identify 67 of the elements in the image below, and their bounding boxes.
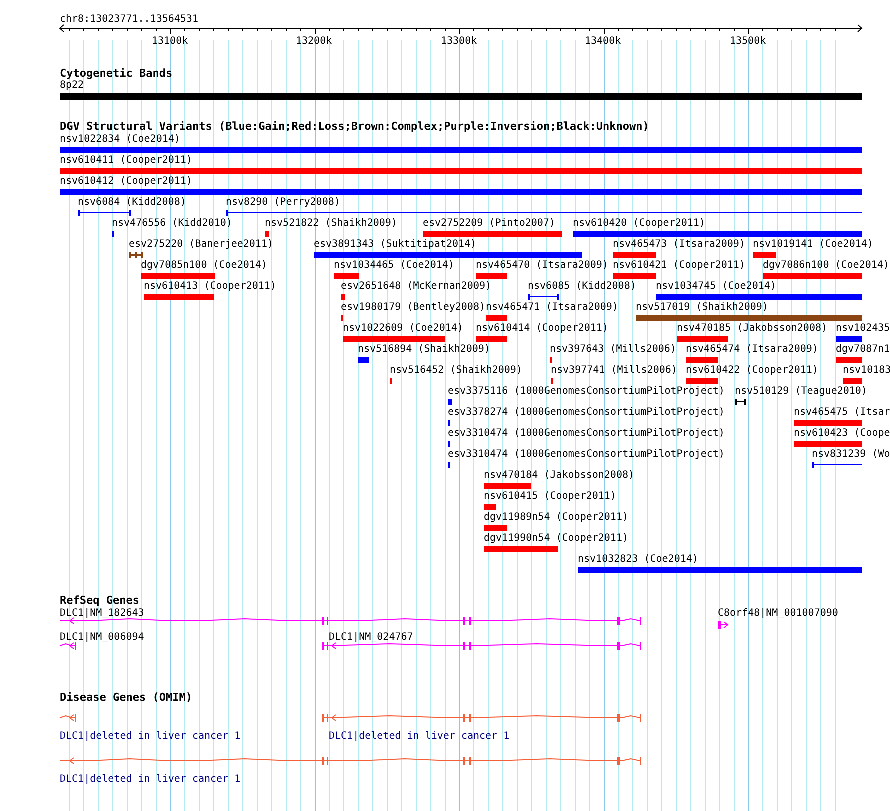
track-heading: RefSeq Genes — [60, 595, 140, 606]
tick-label: 13400k — [585, 36, 622, 47]
variant-label: dgv7087n1 — [836, 344, 890, 355]
variant-label: nsv6084 (Kidd2008) — [78, 197, 186, 208]
variant-label: esv2752209 (Pinto2007) — [423, 218, 556, 229]
feature-label: 8p22 — [60, 80, 84, 91]
variant-label: nsv8290 (Perry2008) — [226, 197, 340, 208]
variant-label: nsv521822 (Shaikh2009) — [265, 218, 398, 229]
variant-label: nsv610412 (Cooper2011) — [60, 176, 192, 187]
variant-label: nsv510129 (Teague2010) — [735, 386, 868, 397]
variant-label: esv2651648 (McKernan2009) — [341, 281, 492, 292]
disease-gene-label: DLC1|deleted in liver cancer 1 — [60, 731, 241, 742]
variant-label: nsv517019 (Shaikh2009) — [636, 302, 768, 313]
variant-label: esv3375116 (1000GenomesConsortiumPilotProject) — [448, 386, 725, 397]
variant-label: esv3891343 (Suktitipat2014) — [314, 239, 477, 250]
variant-label: nsv610421 (Cooper2011) — [613, 260, 746, 271]
track-heading: Disease Genes (OMIM) — [60, 692, 192, 703]
variant-label: nsv610414 (Cooper2011) — [476, 323, 608, 334]
variant-label: dgv11989n54 (Cooper2011) — [484, 512, 628, 523]
variant-label: nsv610423 (Coope — [794, 428, 890, 439]
track-heading: DGV Structural Variants (Blue:Gain;Red:Loss;Brown:Complex;Purple:Inversion;Black:Unknown) — [60, 121, 650, 132]
variant-label: dgv11990n54 (Cooper2011) — [484, 533, 628, 544]
variant-label: nsv610420 (Cooper2011) — [573, 218, 706, 229]
variant-label: nsv610415 (Cooper2011) — [484, 491, 616, 502]
variant-label: dgv7086n100 (Coe2014) — [763, 260, 890, 271]
gene-label: DLC1|NM_182643 — [60, 608, 144, 619]
variant-label: nsv465471 (Itsara2009) — [486, 302, 618, 313]
variant-label: nsv1022834 (Coe2014) — [60, 134, 180, 145]
tick-label: 13500k — [730, 36, 766, 47]
variant-label: nsv465470 (Itsara2009) — [476, 260, 608, 271]
variant-label: nsv610413 (Cooper2011) — [144, 281, 276, 292]
variant-label: nsv465473 (Itsara2009) — [613, 239, 746, 250]
disease-gene-label: DLC1|deleted in liver cancer 1 — [329, 731, 510, 742]
tick-label: 13300k — [441, 36, 478, 47]
variant-label: nsv102435 — [836, 323, 890, 334]
variant-label: nsv1032823 (Coe2014) — [578, 554, 698, 565]
variant-label: dgv7085n100 (Coe2014) — [141, 260, 268, 271]
variant-label: nsv1022609 (Coe2014) — [343, 323, 464, 334]
tick-label: 13200k — [296, 36, 332, 47]
gene-label: DLC1|NM_024767 — [329, 632, 414, 643]
gene-label: DLC1|NM_006094 — [60, 632, 144, 643]
variant-label: nsv470184 (Jakobsson2008) — [484, 470, 635, 481]
variant-label: nsv397741 (Mills2006) — [551, 365, 678, 376]
variant-label: nsv1034745 (Coe2014) — [656, 281, 776, 292]
track-heading: Cytogenetic Bands — [60, 68, 173, 79]
variant-label: esv1980179 (Bentley2008) — [341, 302, 486, 313]
variant-label: nsv465475 (Itsar — [794, 407, 890, 418]
variant-label: esv3378274 (1000GenomesConsortiumPilotProject) — [448, 407, 725, 418]
tick-label: 13100k — [152, 36, 188, 47]
variant-label: esv275220 (Banerjee2011) — [129, 239, 274, 250]
variant-label: nsv516452 (Shaikh2009) — [390, 365, 522, 376]
variant-label: nsv831239 (Wo — [812, 449, 890, 460]
variant-label: nsv397643 (Mills2006) — [550, 344, 676, 355]
variant-label: nsv465474 (Itsara2009) — [686, 344, 818, 355]
variant-label: nsv470185 (Jakobsson2008) — [677, 323, 828, 334]
variant-label: nsv1034465 (Coe2014) — [334, 260, 454, 271]
gene-label: C8orf48|NM_001007090 — [718, 608, 838, 619]
variant-label: nsv516894 (Shaikh2009) — [358, 344, 490, 355]
variant-label: esv3310474 (1000GenomesConsortiumPilotProject) — [448, 449, 725, 460]
variant-label: nsv610422 (Cooper2011) — [686, 365, 818, 376]
variant-label: nsv1019141 (Coe2014) — [753, 239, 874, 250]
variant-label: nsv476556 (Kidd2010) — [112, 218, 232, 229]
disease-gene-label: DLC1|deleted in liver cancer 1 — [60, 774, 241, 785]
variant-label: nsv610411 (Cooper2011) — [60, 155, 192, 166]
variant-label: esv3310474 (1000GenomesConsortiumPilotProject) — [448, 428, 725, 439]
coordinate-label: chr8:13023771..13564531 — [60, 14, 198, 25]
variant-label: nsv6085 (Kidd2008) — [528, 281, 636, 292]
